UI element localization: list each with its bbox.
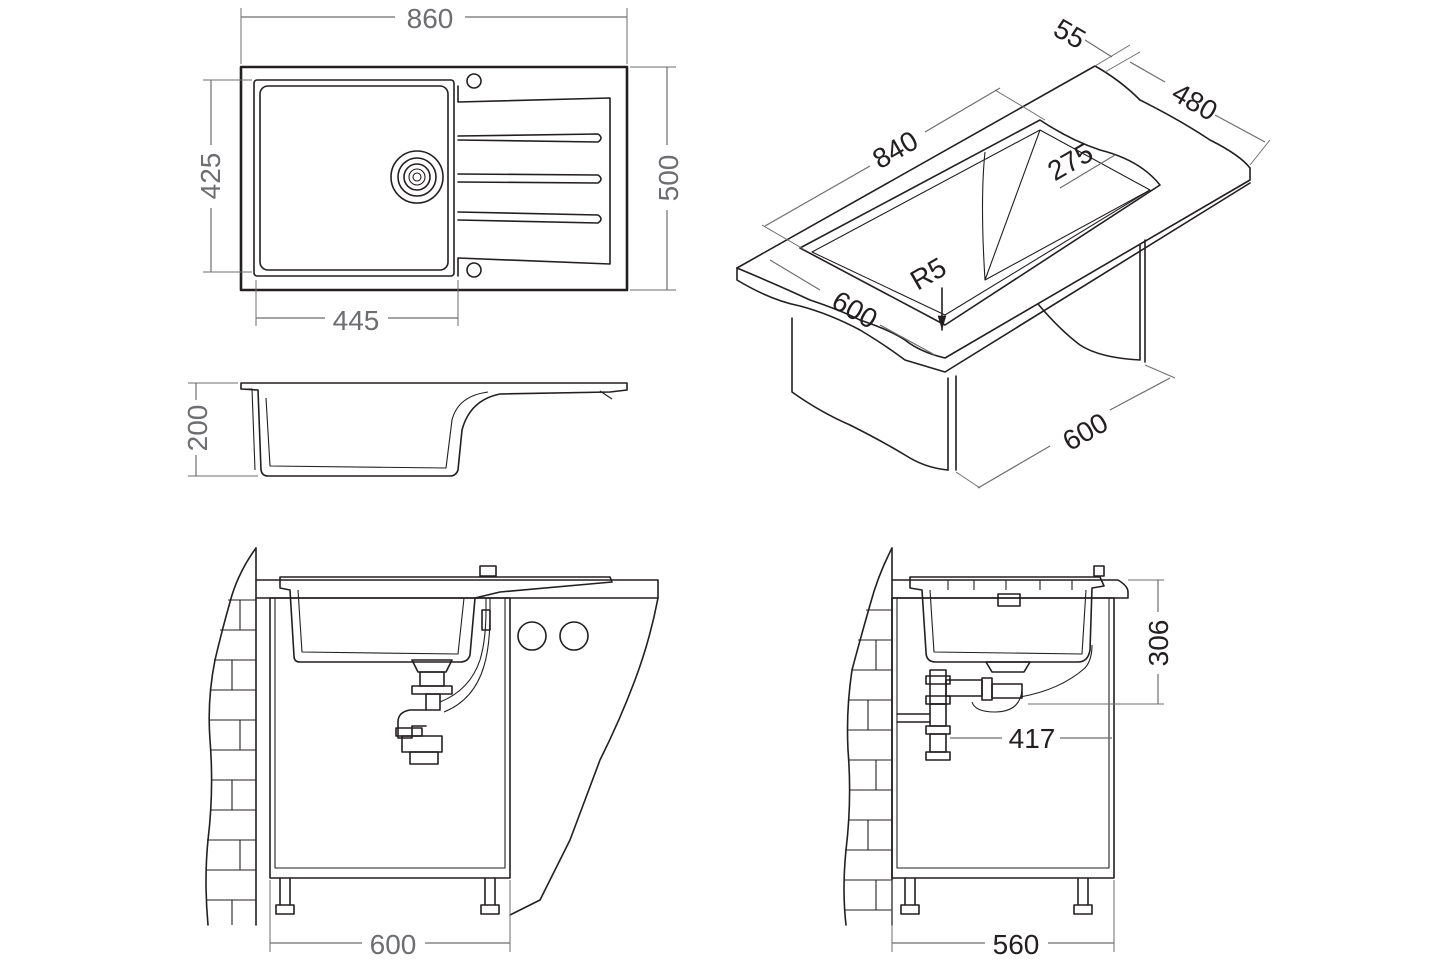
isometric-view: 55 480 840 275 R5 600 (736, 13, 1271, 489)
dim-label-55: 55 (1049, 13, 1091, 55)
dim-bowl-height: 200 (182, 382, 258, 477)
dim-label-600-top: 600 (827, 285, 883, 335)
side-install-view: 306 417 560 (843, 547, 1174, 960)
drain-trap-side (896, 644, 1093, 761)
drain-strainer-icon (390, 150, 444, 204)
dim-label-560: 560 (993, 929, 1040, 960)
dim-label-600-front: 600 (370, 929, 417, 960)
dim-label-r5: R5 (905, 251, 952, 296)
dim-cutout-length: 840 (761, 87, 1046, 251)
dim-drain-height: 306 (1028, 579, 1174, 705)
dim-overall-width: 860 (240, 3, 628, 64)
dim-label-306: 306 (1143, 620, 1174, 667)
dim-overall-depth: 500 (630, 66, 684, 291)
top-view: 860 500 425 445 (195, 3, 684, 336)
dim-bowl-width: 445 (255, 280, 459, 336)
dim-drain-offset: 417 (950, 723, 1112, 754)
brick-wall-right (843, 547, 893, 926)
dim-label-445: 445 (333, 305, 380, 336)
top-view-outline (239, 65, 629, 292)
dim-label-417: 417 (1009, 723, 1056, 754)
dim-corner-radius: R5 (905, 251, 952, 331)
dim-bowl-depth: 425 (195, 79, 252, 273)
dim-label-860: 860 (407, 3, 454, 34)
front-install-view: 600 (205, 547, 659, 960)
brick-wall-left (205, 547, 257, 926)
dim-label-275: 275 (1042, 137, 1098, 187)
dim-rim-width: 55 (1049, 13, 1141, 73)
side-view: 200 (182, 382, 628, 477)
dim-label-500: 500 (653, 155, 684, 202)
dim-side-cabinet-depth: 560 (891, 880, 1115, 960)
dim-cabinet-top-depth: 480 (1129, 61, 1271, 166)
dim-cabinet-depth: 600 (955, 364, 1176, 489)
dim-label-200: 200 (182, 405, 213, 452)
dim-front-cabinet-width: 600 (269, 880, 511, 960)
dim-small-depth: 275 (1042, 137, 1116, 189)
dim-label-425: 425 (195, 153, 226, 200)
drain-trap-front (395, 598, 491, 765)
dim-label-600-bottom: 600 (1057, 407, 1113, 457)
